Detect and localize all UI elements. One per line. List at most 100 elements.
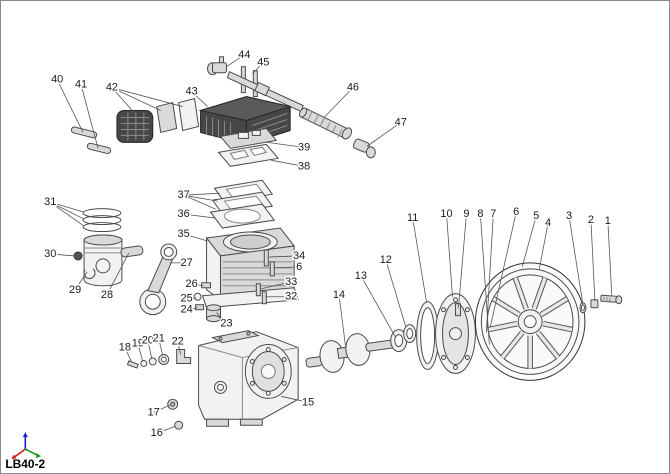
leader-line	[261, 281, 292, 290]
axis-triad-icon	[11, 432, 42, 460]
part-label: 46	[347, 82, 359, 94]
valve-plate-drawing	[217, 127, 280, 167]
leader-line	[124, 347, 133, 363]
leader-line	[271, 159, 305, 167]
leader-line	[111, 87, 183, 107]
flywheel-hardware-drawing	[579, 294, 623, 314]
leader-line	[590, 220, 596, 301]
leader-line	[50, 201, 85, 220]
part-label: 15	[302, 396, 314, 408]
part-label: 43	[186, 86, 198, 98]
leader-line	[106, 252, 130, 295]
leader-line	[273, 266, 300, 269]
part-label: 38	[298, 160, 310, 172]
part-label: 41	[75, 79, 87, 91]
part-label: 36	[178, 208, 190, 220]
leader-line	[177, 341, 182, 355]
leader-line	[412, 218, 428, 303]
leader-line	[568, 216, 584, 305]
part-label: 6	[296, 261, 302, 273]
flywheel-drawing	[474, 262, 586, 381]
air-filter-drawing	[116, 97, 200, 143]
leader-line	[111, 87, 136, 114]
leader-line	[156, 425, 176, 434]
cylinder-gaskets-drawing	[209, 179, 276, 229]
leader-line	[56, 79, 84, 133]
leader-line	[137, 343, 144, 362]
part-label: 32	[285, 291, 297, 303]
leader-line	[269, 255, 300, 258]
crankshaft-drawing	[305, 333, 397, 373]
part-label: 4	[545, 217, 551, 229]
part-label: 8	[477, 208, 483, 220]
leader-line	[366, 122, 401, 147]
cylinder-drawing	[201, 227, 299, 309]
part-label: 5	[533, 210, 539, 222]
leader-line	[74, 271, 88, 290]
part-label: 22	[172, 336, 184, 348]
leader-line	[153, 404, 170, 413]
part-label: 16	[151, 427, 163, 439]
part-label: 44	[238, 49, 250, 61]
part-label: 10	[440, 208, 452, 220]
part-label: 28	[101, 289, 113, 301]
leader-line	[385, 259, 407, 327]
leader-line	[323, 87, 354, 118]
leader-line	[111, 87, 161, 111]
part-label: 47	[395, 116, 407, 128]
leader-line	[489, 212, 517, 327]
leader-line	[216, 312, 227, 324]
leader-line	[50, 253, 76, 257]
head-bolts-drawing	[70, 126, 112, 155]
leader-line	[50, 201, 85, 213]
part-label: 37	[178, 189, 190, 201]
leader-line	[49, 201, 85, 227]
part-label: 25	[181, 293, 193, 305]
leader-line	[479, 214, 490, 345]
part-label: 11	[407, 212, 418, 224]
part-label: 27	[181, 257, 193, 269]
part-label: 12	[380, 254, 392, 266]
part-label: 13	[355, 270, 367, 282]
part-label: 18	[119, 342, 131, 354]
part-label: 33	[285, 276, 297, 288]
part-label: 39	[298, 141, 310, 153]
oil-parts-drawing	[126, 349, 192, 369]
part-label: 2	[588, 214, 594, 226]
leader-line	[521, 215, 537, 267]
part-label: 34	[293, 250, 305, 262]
leader-line	[186, 297, 197, 300]
leader-line	[191, 91, 208, 107]
part-label: 40	[51, 74, 63, 86]
leader-line	[186, 307, 198, 311]
leader-line	[281, 395, 309, 403]
part-label: 24	[181, 304, 193, 316]
gasket-cover-drawing	[416, 293, 476, 374]
leader-line	[183, 233, 208, 242]
part-label: 17	[148, 406, 160, 418]
part-label: 20	[142, 335, 154, 347]
bearing-seal-drawing	[390, 324, 417, 353]
leader-line	[158, 338, 164, 356]
leader-line	[183, 194, 216, 210]
leader-line	[360, 275, 397, 338]
part-label: 35	[178, 228, 190, 240]
leader-line	[446, 214, 453, 297]
leader-line	[607, 221, 613, 296]
leader-line	[226, 54, 245, 68]
part-label: 23	[220, 318, 232, 330]
part-label: 31	[44, 196, 56, 208]
part-label: 7	[490, 208, 496, 220]
leader-line	[338, 294, 347, 350]
leader-line	[183, 213, 216, 219]
part-label: 45	[257, 57, 269, 69]
leader-line	[147, 340, 153, 359]
leader-line	[183, 192, 220, 196]
leader-line	[191, 283, 204, 287]
part-label: 6	[513, 206, 519, 218]
part-label: 1	[605, 215, 611, 227]
part-label: 19	[132, 338, 144, 350]
